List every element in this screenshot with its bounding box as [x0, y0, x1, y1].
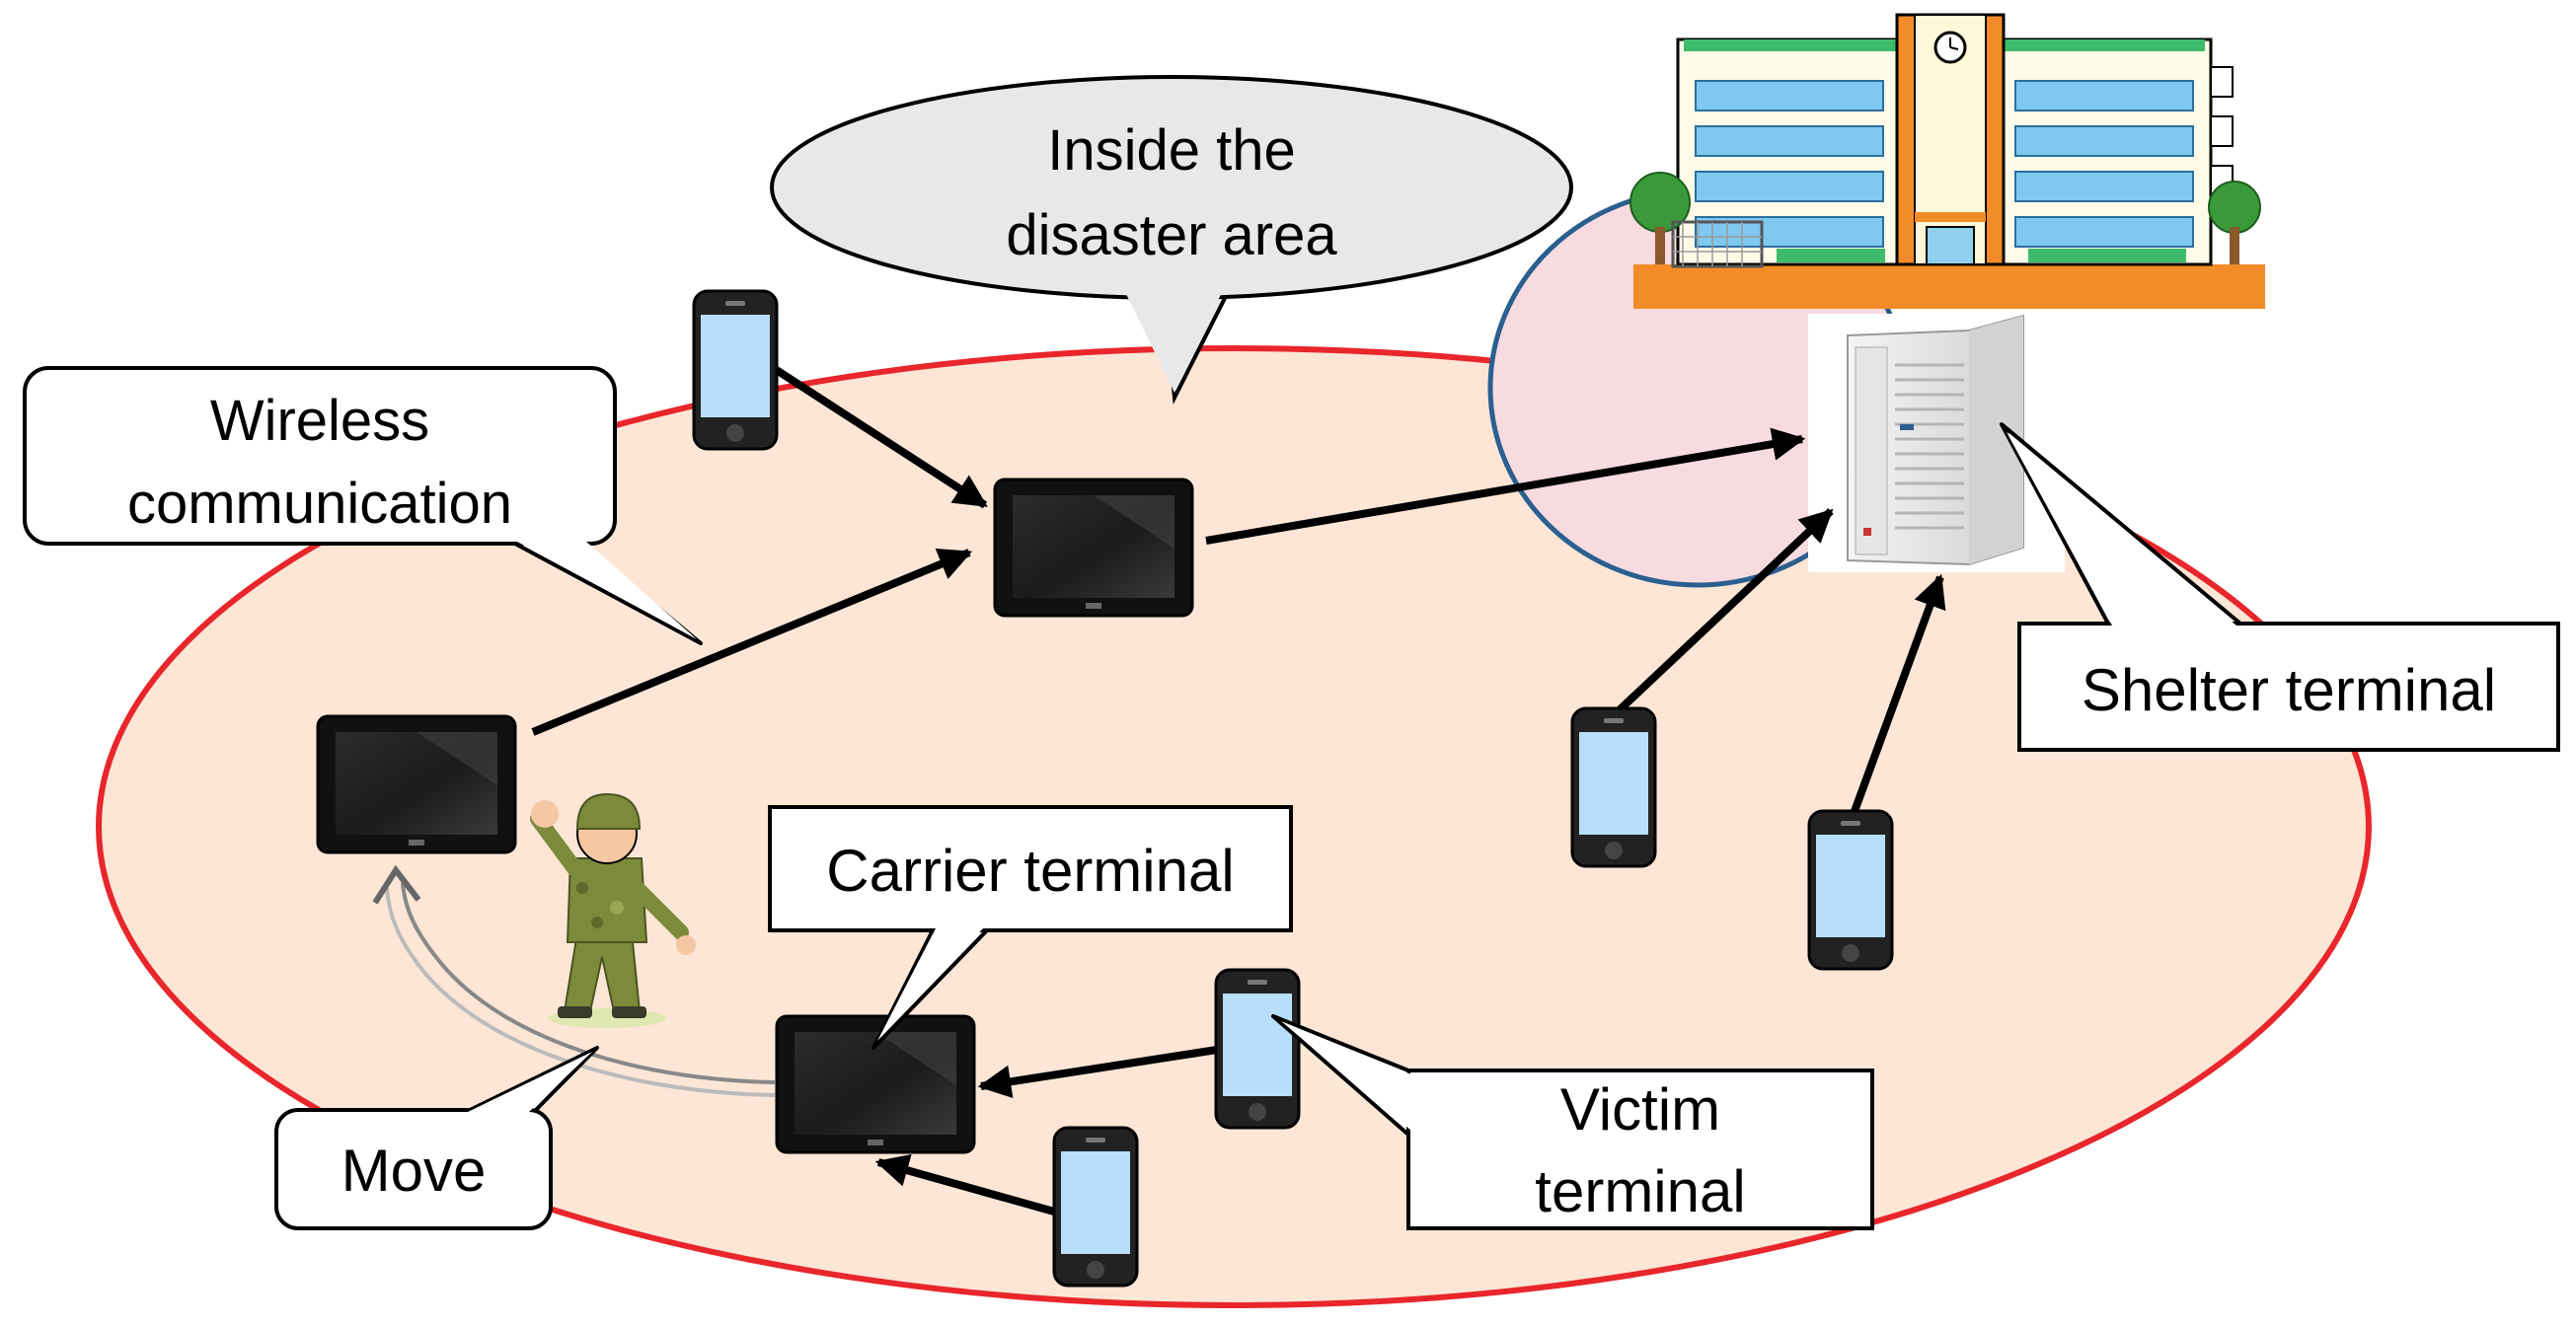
- victim-terminal-line2: terminal: [1535, 1158, 1745, 1224]
- tablet-icon: [993, 478, 1194, 618]
- arrow-tablet-top-to-server: [1205, 427, 1806, 545]
- server-icon: [1808, 314, 2065, 572]
- callout-inside-line1: Inside the: [1047, 118, 1296, 183]
- smartphone-icon: [1807, 809, 1894, 971]
- smartphone-icon: [692, 289, 779, 451]
- soldier-icon: [530, 792, 696, 1028]
- smartphone-icon: [1570, 706, 1657, 868]
- callout-wireless-line2: communication: [127, 472, 512, 536]
- move-label: Move: [341, 1138, 487, 1204]
- arrow-victim-to-carrier-2: [874, 1154, 1056, 1216]
- tablet-icon: [316, 714, 517, 854]
- victim-terminal-line1: Victim: [1560, 1076, 1720, 1143]
- arrow-phone-to-tablet-top: [769, 363, 988, 509]
- carrier-tablet-icon: [775, 1014, 976, 1154]
- arrow-tablet-left-to-tablet-top: [531, 548, 973, 736]
- victim-smartphone-icon: [1052, 1126, 1139, 1288]
- callout-move: Move: [274, 1046, 599, 1230]
- carrier-terminal-label: Carrier terminal: [826, 838, 1234, 904]
- connection-arrows: [531, 363, 1946, 1216]
- callout-inside-disaster-area: Inside the disaster area: [770, 75, 1573, 405]
- callout-wireless-communication: Wireless communication: [23, 366, 703, 645]
- arrow-victim-to-carrier-1: [977, 1046, 1218, 1098]
- arrow-phone-to-server-2: [1850, 573, 1946, 816]
- shelter-terminal-label: Shelter terminal: [2082, 657, 2496, 723]
- arrow-phone-to-server-1: [1611, 508, 1834, 718]
- callout-victim-terminal: Victim terminal: [1271, 1014, 1874, 1230]
- callout-inside-line2: disaster area: [1006, 203, 1337, 267]
- move-path-icon: [372, 864, 776, 1097]
- callout-wireless-line1: Wireless: [210, 389, 429, 453]
- callout-shelter-terminal: Shelter terminal: [2000, 422, 2560, 752]
- victim-smartphone-icon: [1214, 968, 1301, 1130]
- building-icon: [1629, 13, 2265, 309]
- callout-carrier-terminal: Carrier terminal: [768, 805, 1293, 1050]
